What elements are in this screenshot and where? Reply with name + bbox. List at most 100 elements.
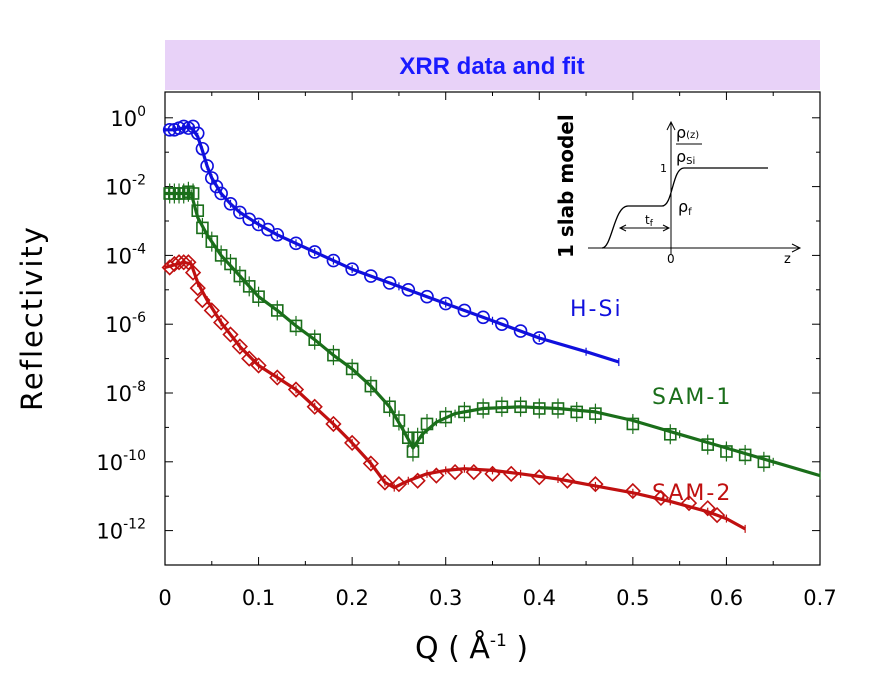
x-tick-label: 0.7 bbox=[803, 586, 836, 610]
data-point bbox=[624, 482, 641, 500]
data-point bbox=[376, 474, 394, 491]
title-band bbox=[165, 40, 820, 90]
data-point bbox=[390, 476, 408, 493]
data-point bbox=[269, 369, 286, 386]
data-point bbox=[495, 317, 509, 332]
data-point bbox=[195, 141, 210, 156]
data-point bbox=[186, 119, 200, 134]
data-point bbox=[233, 205, 247, 220]
data-point bbox=[446, 463, 464, 481]
data-point bbox=[362, 455, 379, 472]
data-point bbox=[326, 253, 341, 268]
data-point bbox=[306, 398, 323, 415]
inset-rho-si-label: ρSi bbox=[676, 147, 695, 167]
fit-curve-1 bbox=[165, 191, 821, 478]
data-point bbox=[190, 126, 205, 141]
series-label-sam2: SAM-2 bbox=[652, 481, 732, 506]
data-point bbox=[189, 279, 206, 297]
inset-z-arrow bbox=[791, 243, 802, 253]
data-point bbox=[175, 254, 192, 271]
y-tick-label: 10-6 bbox=[105, 310, 146, 337]
x-tick-label: 0.3 bbox=[429, 586, 462, 610]
x-axis-title-exponent: -1 bbox=[490, 631, 507, 651]
x-tick-label: 0.4 bbox=[523, 586, 556, 610]
inset-tf-label: tf bbox=[645, 213, 654, 229]
data-point bbox=[203, 302, 220, 319]
x-tick-label: 0 bbox=[158, 586, 171, 610]
data-point bbox=[209, 179, 224, 194]
data-point bbox=[503, 465, 520, 482]
data-point bbox=[364, 269, 378, 283]
inset-title: 1 slab model bbox=[554, 114, 578, 258]
x-axis-title-tail: ) bbox=[507, 631, 528, 666]
inset-rho-z-label: ρ(z) bbox=[676, 123, 699, 142]
data-point bbox=[428, 467, 445, 484]
data-point bbox=[476, 310, 490, 325]
x-axis-title-main: Q ( Å bbox=[415, 630, 490, 666]
data-point bbox=[401, 282, 416, 297]
data-point bbox=[289, 236, 303, 251]
data-point bbox=[223, 197, 238, 211]
x-axis-title: Q ( Å-1 ) bbox=[415, 630, 528, 666]
inset-z-label: z bbox=[784, 252, 791, 267]
data-point bbox=[699, 500, 716, 517]
data-point bbox=[382, 276, 397, 290]
fit-curve-0 bbox=[165, 124, 620, 364]
series-label-sam1: SAM-1 bbox=[652, 385, 732, 410]
data-point bbox=[325, 415, 342, 433]
inset-rho-arrow bbox=[666, 120, 676, 131]
data-point bbox=[162, 123, 177, 137]
inset-rho-f-label: ρf bbox=[678, 197, 692, 218]
series-label-hsi: H-Si bbox=[570, 297, 623, 322]
data-point bbox=[420, 289, 434, 304]
inset-level-one: 1 bbox=[660, 162, 667, 175]
data-point bbox=[484, 465, 501, 482]
data-point bbox=[241, 350, 258, 367]
data-point bbox=[532, 331, 547, 345]
data-point bbox=[531, 469, 548, 486]
data-point bbox=[231, 338, 248, 355]
data-point bbox=[222, 326, 239, 343]
data-point bbox=[513, 324, 528, 338]
x-tick-label: 0.2 bbox=[335, 586, 368, 610]
data-point bbox=[344, 434, 361, 452]
data-point bbox=[214, 186, 228, 201]
data-point bbox=[409, 472, 426, 489]
data-point bbox=[652, 489, 670, 507]
data-point bbox=[307, 245, 322, 259]
data-markers bbox=[161, 119, 771, 524]
data-point bbox=[680, 494, 698, 512]
data-point bbox=[213, 314, 230, 331]
data-point bbox=[166, 255, 183, 273]
data-point bbox=[270, 227, 285, 242]
inset-thickness-arrowhead-right bbox=[662, 224, 671, 232]
data-point bbox=[250, 357, 267, 374]
data-point bbox=[465, 463, 482, 481]
data-point bbox=[708, 506, 726, 524]
data-point bbox=[194, 291, 211, 309]
y-tick-label: 10-10 bbox=[96, 448, 146, 475]
data-point bbox=[287, 381, 305, 398]
inset-density-profile bbox=[601, 167, 768, 249]
data-point bbox=[345, 262, 359, 276]
data-point bbox=[457, 303, 472, 318]
svg-text:Q ( Å-1 ): Q ( Å-1 ) bbox=[415, 630, 528, 666]
chart-title: XRR data and fit bbox=[399, 53, 584, 80]
y-tick-label: 10-4 bbox=[105, 241, 146, 268]
y-tick-label: 10-12 bbox=[96, 517, 146, 544]
y-axis-title: Reflectivity bbox=[15, 225, 49, 411]
y-tick-label: 10-8 bbox=[105, 379, 146, 406]
inset-origin-label: 0 bbox=[667, 252, 675, 266]
x-tick-label: 0.6 bbox=[710, 586, 743, 610]
inset-thickness-arrowhead-left bbox=[618, 224, 627, 232]
data-point bbox=[587, 476, 604, 493]
data-point bbox=[200, 159, 214, 173]
inset-slab-model: 1 slab model ρ(z) ρSi 1 ρf tf 0 z bbox=[554, 114, 802, 267]
data-point bbox=[438, 296, 453, 311]
fit-curves bbox=[164, 122, 821, 533]
y-tick-label: 100 bbox=[110, 104, 146, 131]
data-point bbox=[184, 264, 202, 281]
x-tick-label: 0.1 bbox=[242, 586, 275, 610]
